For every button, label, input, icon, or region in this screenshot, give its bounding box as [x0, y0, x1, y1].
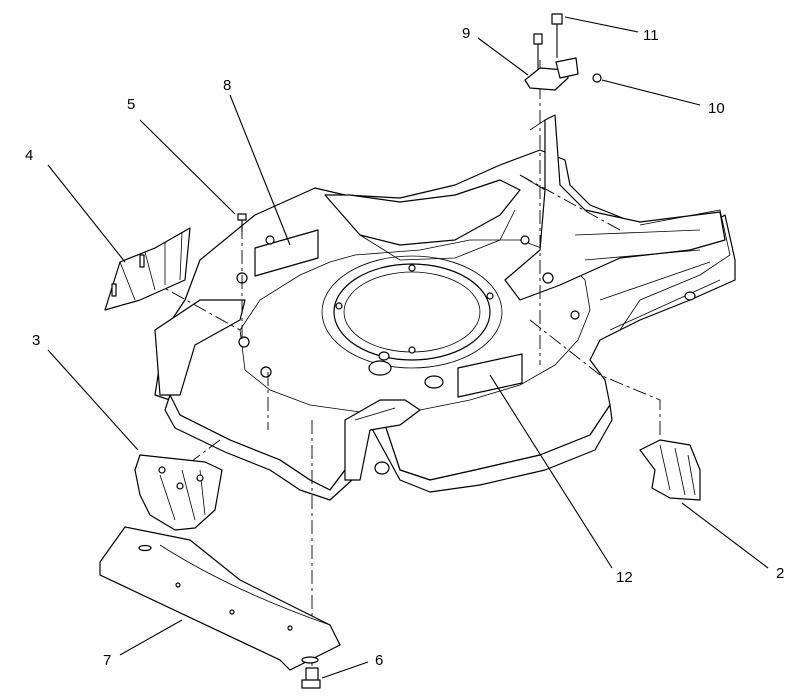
part-11-bolt [551, 13, 563, 58]
part-3-front-baffle [134, 454, 223, 531]
part-4-rear-baffle [104, 227, 191, 311]
part-10-spring [555, 57, 602, 83]
callout-8: 8 [223, 77, 231, 94]
callout-7: 7 [103, 652, 111, 669]
part-2-right-baffle [639, 439, 701, 501]
leader-lines [47, 16, 769, 679]
callout-10: 10 [708, 100, 725, 117]
callout-5: 5 [127, 96, 135, 113]
callout-2: 2 [776, 565, 784, 582]
part-7-front-plate [99, 526, 341, 671]
callout-11: 11 [643, 27, 659, 44]
callout-12: 12 [616, 569, 633, 586]
part-5-screw [237, 213, 247, 232]
deck-housing [154, 114, 736, 501]
callout-3: 3 [32, 332, 40, 349]
callout-labels: 4 5 8 3 7 6 2 12 9 10 11 [25, 25, 784, 669]
part-9-bracket [524, 33, 569, 91]
callout-4: 4 [25, 147, 33, 164]
callout-6: 6 [375, 652, 383, 669]
callout-9: 9 [462, 25, 470, 42]
decal-8 [254, 229, 319, 277]
part-6-bolt [301, 667, 321, 689]
